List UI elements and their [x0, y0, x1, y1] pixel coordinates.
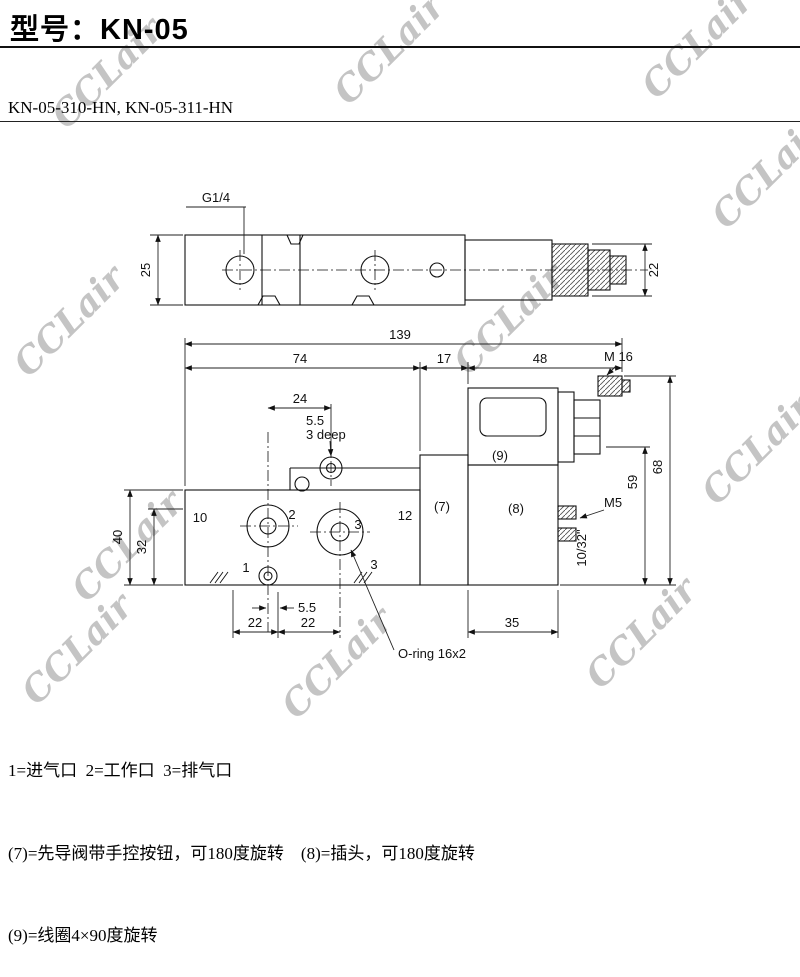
- ref-coil-9: (9): [492, 448, 508, 463]
- top-view-dimensions: [150, 206, 652, 306]
- label-oring: O-ring 16x2: [398, 646, 466, 661]
- label-port-3-leader: 3: [370, 557, 377, 572]
- label-g14-thread: G1/4: [202, 190, 230, 205]
- model-codes: KN-05-310-HN, KN-05-311-HN: [8, 98, 234, 117]
- dim-32: 32: [134, 540, 149, 554]
- label-port-1: 1: [242, 560, 249, 575]
- dim-12: 12: [398, 508, 412, 523]
- label-m5: M5: [604, 495, 622, 510]
- label-hole-depth: 3 deep: [306, 427, 346, 442]
- dim-22-b: 22: [301, 615, 315, 630]
- note-coil: (9)=线圈4×90度旋转: [8, 926, 158, 946]
- top-view: [184, 234, 648, 306]
- label-m16: M 16: [604, 349, 633, 364]
- dim-total-width: 139: [389, 327, 411, 342]
- title-divider: [0, 46, 800, 48]
- ref-pilot-7: (7): [434, 499, 450, 514]
- label-hole-dia: 5.5: [306, 413, 324, 428]
- legend-notes: 1=进气口 2=工作口 3=排气口 (7)=先导阀带手控按钮，可180度旋转 (…: [8, 702, 475, 977]
- dim-74: 74: [293, 351, 307, 366]
- label-10-32-thread: 10/32": [574, 529, 589, 567]
- dim-48: 48: [533, 351, 547, 366]
- watermark: CCLair: [633, 0, 762, 107]
- ref-plug-8: (8): [508, 501, 524, 516]
- front-view: [184, 375, 631, 638]
- dim-22-a: 22: [248, 615, 262, 630]
- dim-59: 59: [625, 475, 640, 489]
- front-view-dimensions: [124, 338, 676, 651]
- dim-10: 10: [193, 510, 207, 525]
- dim-connector-height: 22: [646, 263, 661, 277]
- dim-35: 35: [505, 615, 519, 630]
- watermark: CCLair: [325, 0, 454, 113]
- note-ports: 1=进气口 2=工作口 3=排气口: [8, 761, 233, 781]
- dim-body-height: 25: [138, 263, 153, 277]
- label-port-3: 3: [354, 517, 361, 532]
- technical-drawing: 25 22 G1/4: [110, 190, 676, 661]
- note-pilot-plug: (7)=先导阀带手控按钮，可180度旋转 (8)=插头，可180度旋转: [8, 843, 475, 863]
- dim-40: 40: [110, 530, 125, 544]
- page-title: 型号：KN-05: [10, 14, 189, 46]
- dim-68: 68: [650, 460, 665, 474]
- dim-5-5-bottom: 5.5: [298, 600, 316, 615]
- subtitle-divider: [0, 121, 800, 122]
- dim-24: 24: [293, 391, 307, 406]
- label-port-2: 2: [288, 507, 295, 522]
- dim-17: 17: [437, 351, 451, 366]
